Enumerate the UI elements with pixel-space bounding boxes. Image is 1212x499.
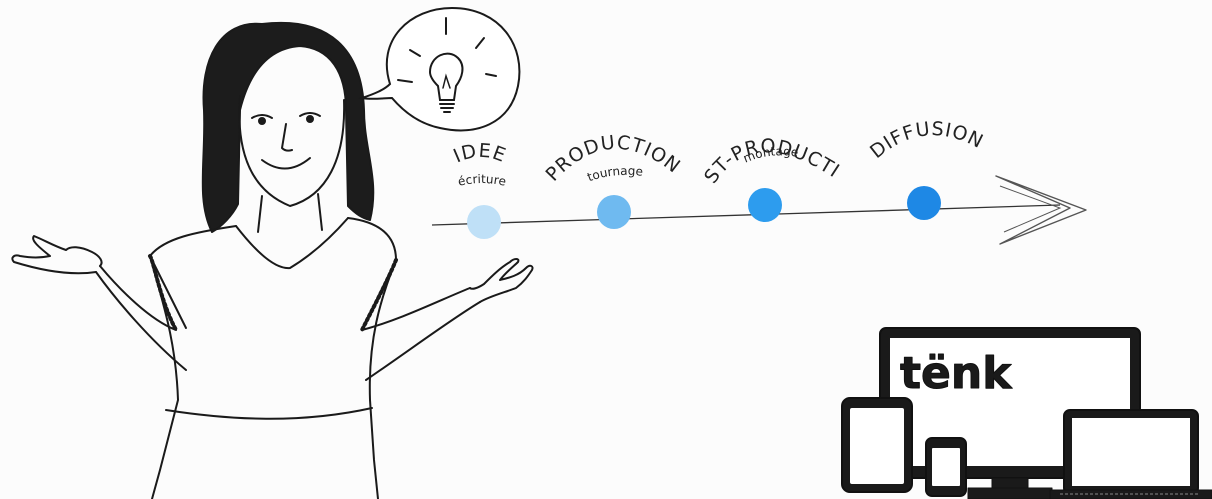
timeline-dot-production [597, 195, 631, 229]
devices-icon: tënk [841, 327, 1212, 499]
timeline: IDEE écriture PRODUCTION tournage POST-P… [0, 0, 1087, 245]
timeline-dot-idee [467, 205, 501, 239]
woman-shirt [149, 217, 397, 499]
lightbulb-thought-bubble-icon [358, 6, 521, 132]
woman-illustration [11, 21, 534, 499]
woman-mouth [261, 157, 311, 170]
woman-left-eye [251, 114, 273, 119]
timeline-line [431, 204, 1061, 226]
woman-left-hand [11, 235, 103, 275]
woman-face [238, 95, 346, 207]
woman-right-hand [469, 258, 534, 303]
woman-hair [201, 21, 375, 233]
arrow-head-icon [995, 175, 1087, 245]
step-sub-production: tournage [585, 164, 643, 185]
lightbulb-icon [428, 52, 464, 101]
step-label-idee: IDEE [450, 140, 509, 168]
step-sub-idee: écriture [457, 172, 508, 189]
timeline-dot-post-production [748, 188, 782, 222]
tenk-logo: tënk [900, 348, 1013, 399]
step-label-diffusion: DIFFUSION [866, 118, 987, 163]
woman-right-eye [299, 112, 321, 117]
timeline-dot-diffusion [907, 186, 941, 220]
